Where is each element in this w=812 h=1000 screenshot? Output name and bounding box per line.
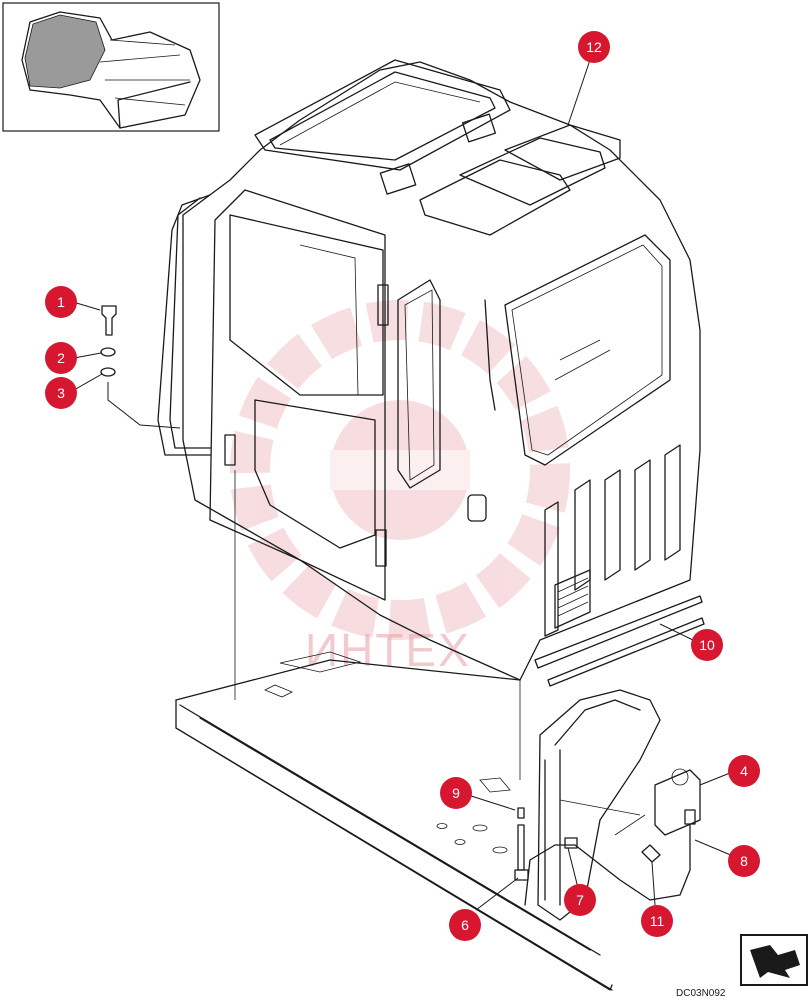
base-frame [175,651,613,991]
cab-body [157,59,705,687]
svg-text:1: 1 [57,294,65,310]
svg-text:7: 7 [576,892,584,908]
svg-text:4: 4 [740,763,748,779]
leader-lines [72,59,734,911]
svg-text:10: 10 [699,637,715,653]
svg-text:11: 11 [650,913,665,929]
callout-1: 1 [45,286,77,318]
callout-2: 2 [45,342,77,374]
svg-text:6: 6 [461,917,469,933]
callout-8: 7 [564,884,596,916]
callout-6: 6 [449,909,481,941]
callout-10: 10 [691,629,723,661]
svg-text:12: 12 [586,39,602,55]
svg-text:2: 2 [57,350,65,366]
switch-assembly [234,470,701,906]
next-page-arrow-icon[interactable] [740,934,808,986]
inset-thumbnail [2,2,220,132]
svg-text:9: 9 [452,785,460,801]
callout-4: 4 [728,755,760,787]
drawing-code: DC03N092 [676,988,726,999]
callout-7: 8 [728,845,760,877]
svg-text:3: 3 [57,385,65,401]
callout-3: 3 [45,377,77,409]
watermark-logo [230,300,570,640]
bolt-assembly [100,305,181,429]
callout-12: 12 [578,31,610,63]
callout-11: 11 [641,905,673,937]
watermark-text: ИНТЕХ [305,624,471,676]
svg-text:8: 8 [740,853,748,869]
support-pillar [537,689,661,921]
callout-9: 9 [440,777,472,809]
